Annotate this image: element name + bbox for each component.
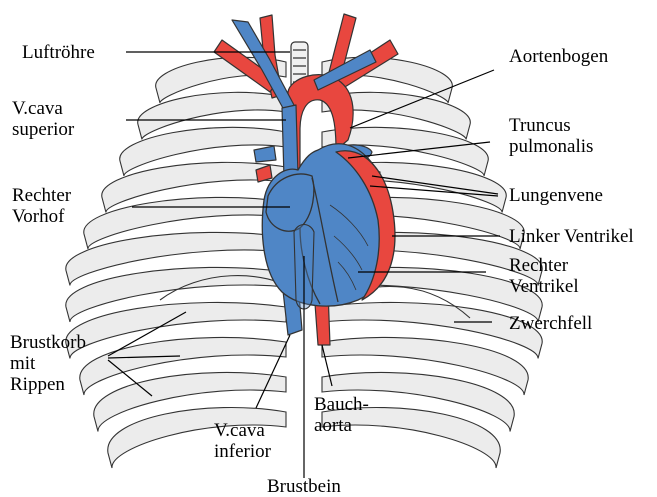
label-line: Bauch- bbox=[314, 394, 369, 415]
label-line: aorta bbox=[314, 415, 369, 436]
label-line: V.cava bbox=[12, 98, 74, 119]
label-line: superior bbox=[12, 119, 74, 140]
label-vena-cava-inferior: V.cava inferior bbox=[214, 420, 271, 462]
label-line: Truncus bbox=[509, 115, 593, 136]
label-ribcage: Brustkorb mit Rippen bbox=[10, 332, 86, 395]
label-line: Rechter bbox=[509, 255, 579, 276]
label-line: Ventrikel bbox=[509, 276, 579, 297]
label-left-ventricle: Linker Ventrikel bbox=[509, 226, 634, 247]
label-line: V.cava bbox=[214, 420, 271, 441]
label-line: Rippen bbox=[10, 374, 86, 395]
label-aortic-arch: Aortenbogen bbox=[509, 46, 608, 67]
label-right-atrium: Rechter Vorhof bbox=[12, 185, 71, 227]
label-right-ventricle: Rechter Ventrikel bbox=[509, 255, 579, 297]
label-sternum: Brustbein bbox=[267, 476, 341, 497]
label-line: Rechter bbox=[12, 185, 71, 206]
label-line: Brustkorb bbox=[10, 332, 86, 353]
label-line: inferior bbox=[214, 441, 271, 462]
label-pulmonary-vein: Lungenvene bbox=[509, 185, 603, 206]
label-abdominal-aorta: Bauch- aorta bbox=[314, 394, 369, 436]
label-diaphragm: Zwerchfell bbox=[509, 313, 592, 334]
label-pulmonary-trunk: Truncus pulmonalis bbox=[509, 115, 593, 157]
label-line: pulmonalis bbox=[509, 136, 593, 157]
label-line: mit bbox=[10, 353, 86, 374]
label-line: Vorhof bbox=[12, 206, 71, 227]
label-trachea: Luftröhre bbox=[22, 42, 95, 63]
label-vena-cava-superior: V.cava superior bbox=[12, 98, 74, 140]
